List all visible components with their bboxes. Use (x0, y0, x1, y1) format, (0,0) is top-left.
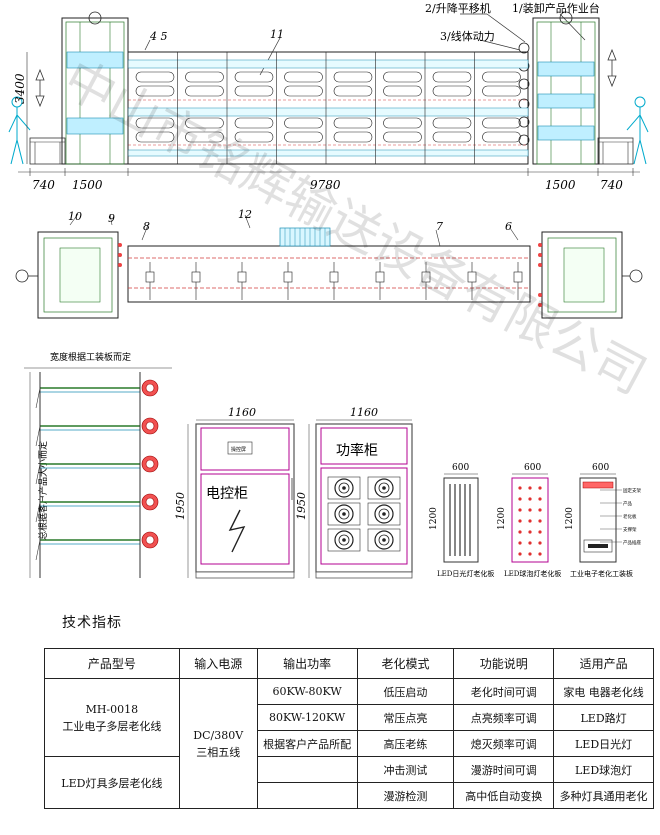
output-cell: 根据客户产品所配 (256, 730, 358, 757)
function-cell: 点亮频率可调 (453, 704, 555, 731)
header-aging-mode: 老化模式 (356, 648, 455, 679)
cabinet-width-2: 1160 (350, 406, 378, 419)
output-cell: 80KW-120KW (256, 704, 358, 731)
output-cell (256, 782, 358, 809)
header-input-power: 输入电源 (178, 648, 258, 679)
rack-side-view: 宽度根据工装板而定 总根据客户产品大小而定 (24, 351, 172, 578)
power-cabinet-title: 功率柜 (336, 442, 378, 459)
function-cell: 熄灭频率可调 (453, 730, 555, 757)
cabinet-height-1: 1950 (174, 492, 187, 520)
aging-boards: 600 1200 LED日光灯老化板 600 1200 LED球泡灯老化板 60… (429, 463, 641, 578)
product-cell: LED日光灯 (553, 730, 654, 757)
control-cabinet: 1160 操控屏 电控柜 1950 (174, 406, 295, 579)
dim-740-left: 740 (32, 178, 55, 192)
board3-width: 600 (592, 463, 609, 473)
header-function: 功能说明 (453, 648, 555, 679)
spec-header-row: 产品型号 输入电源 输出功率 老化模式 功能说明 适用产品 (44, 648, 654, 679)
board3-note: 产品插座 (623, 539, 641, 546)
table-row: LED灯具多层老化线 冲击测试 漫游时间可调 LED球泡灯 (44, 756, 654, 809)
callout-12: 12 (238, 208, 252, 221)
lightning-icon (228, 509, 246, 553)
callout-lift-transfer: 2/升降平移机 (425, 1, 491, 15)
plan-view: 10 9 8 12 7 6 (15, 208, 643, 319)
rack-height-note: 总根据客户产品大小而定 (37, 441, 49, 540)
table-row: 80KW-120KW 常压点亮 点亮频率可调 LED路灯 (45, 704, 654, 731)
product-cell: LED球泡灯 (553, 756, 654, 783)
board3-height: 1200 (565, 507, 575, 530)
output-cell: 60KW-80KW (256, 678, 358, 705)
mode-cell: 低压启动 (356, 678, 455, 705)
model-cell-industrial: MH-0018 工业电子多层老化线 (44, 678, 180, 757)
board1-width: 600 (452, 463, 469, 473)
model-cell-led: LED灯具多层老化线 (44, 756, 180, 809)
cabinet-width-1: 1160 (228, 406, 256, 419)
mode-cell: 常压点亮 (356, 704, 455, 731)
board3-note: 产品 (623, 500, 632, 507)
function-cell: 高中低自动变换 (453, 782, 555, 809)
front-elevation: 3400 740 1500 9780 1500 740 1/装卸产品作业台 2/… (8, 1, 649, 192)
dim-9780: 9780 (310, 178, 341, 192)
dim-1500-right: 1500 (545, 178, 576, 192)
header-applicable-products: 适用产品 (553, 648, 654, 679)
technical-drawing: 3400 740 1500 9780 1500 740 1/装卸产品作业台 2/… (8, 1, 649, 579)
callout-9: 9 (108, 212, 115, 225)
function-cell: 漫游时间可调 (453, 756, 555, 783)
board3-note: 支撑架 (623, 526, 637, 533)
callout-7: 7 (436, 220, 443, 233)
height-dimension: 3400 (13, 73, 27, 104)
output-cell (256, 756, 358, 783)
product-cell: LED路灯 (553, 704, 654, 731)
header-output-power: 输出功率 (256, 648, 358, 679)
table-row: 根据客户产品所配 高压老练 熄灭频率可调 LED日光灯 (45, 730, 654, 757)
product-cell: 多种灯具通用老化 (553, 782, 654, 809)
callout-4-5: 4 5 (149, 30, 168, 43)
callout-11: 11 (270, 28, 284, 41)
table-row: MH-0018 工业电子多层老化线 DC/380V 三相五线 60KW-80KW… (44, 678, 654, 809)
board3-note: 老化板 (623, 513, 637, 520)
control-screen-label: 操控屏 (231, 446, 246, 453)
dim-1500-left: 1500 (72, 178, 103, 192)
function-cell: 老化时间可调 (453, 678, 555, 705)
table-row: 漫游检测 高中低自动变换 多种灯具通用老化 (45, 782, 654, 809)
control-cabinet-title: 电控柜 (206, 486, 248, 502)
mode-cell: 漫游检测 (356, 782, 455, 809)
dim-740-right: 740 (600, 178, 623, 192)
board1-caption: LED日光灯老化板 (437, 569, 494, 578)
callout-loading-station: 1/装卸产品作业台 (512, 1, 600, 15)
board1-height: 1200 (429, 507, 439, 530)
header-model: 产品型号 (44, 648, 180, 679)
board2-caption: LED球泡灯老化板 (504, 569, 561, 578)
callout-8: 8 (143, 220, 150, 233)
board2-width: 600 (524, 463, 541, 473)
callout-10: 10 (68, 210, 82, 223)
rack-width-note: 宽度根据工装板而定 (50, 351, 131, 363)
callout-6: 6 (505, 220, 512, 233)
spec-table: 产品型号 输入电源 输出功率 老化模式 功能说明 适用产品 MH-0018 工业… (44, 648, 654, 809)
mode-cell: 冲击测试 (356, 756, 455, 783)
board3-note: 固定支架 (623, 487, 641, 494)
callout-line-drive: 3/线体动力 (440, 29, 495, 43)
power-cabinet: 1160 功率柜 1950 (295, 406, 413, 579)
board3-caption: 工业电子老化工装板 (570, 569, 633, 578)
product-cell: 家电 电器老化线 (553, 678, 654, 705)
cabinet-height-2: 1950 (295, 492, 308, 520)
board2-height: 1200 (497, 507, 507, 530)
mode-cell: 高压老练 (356, 730, 455, 757)
input-power-cell: DC/380V 三相五线 (178, 678, 258, 809)
spec-section-title: 技术指标 (62, 615, 122, 631)
